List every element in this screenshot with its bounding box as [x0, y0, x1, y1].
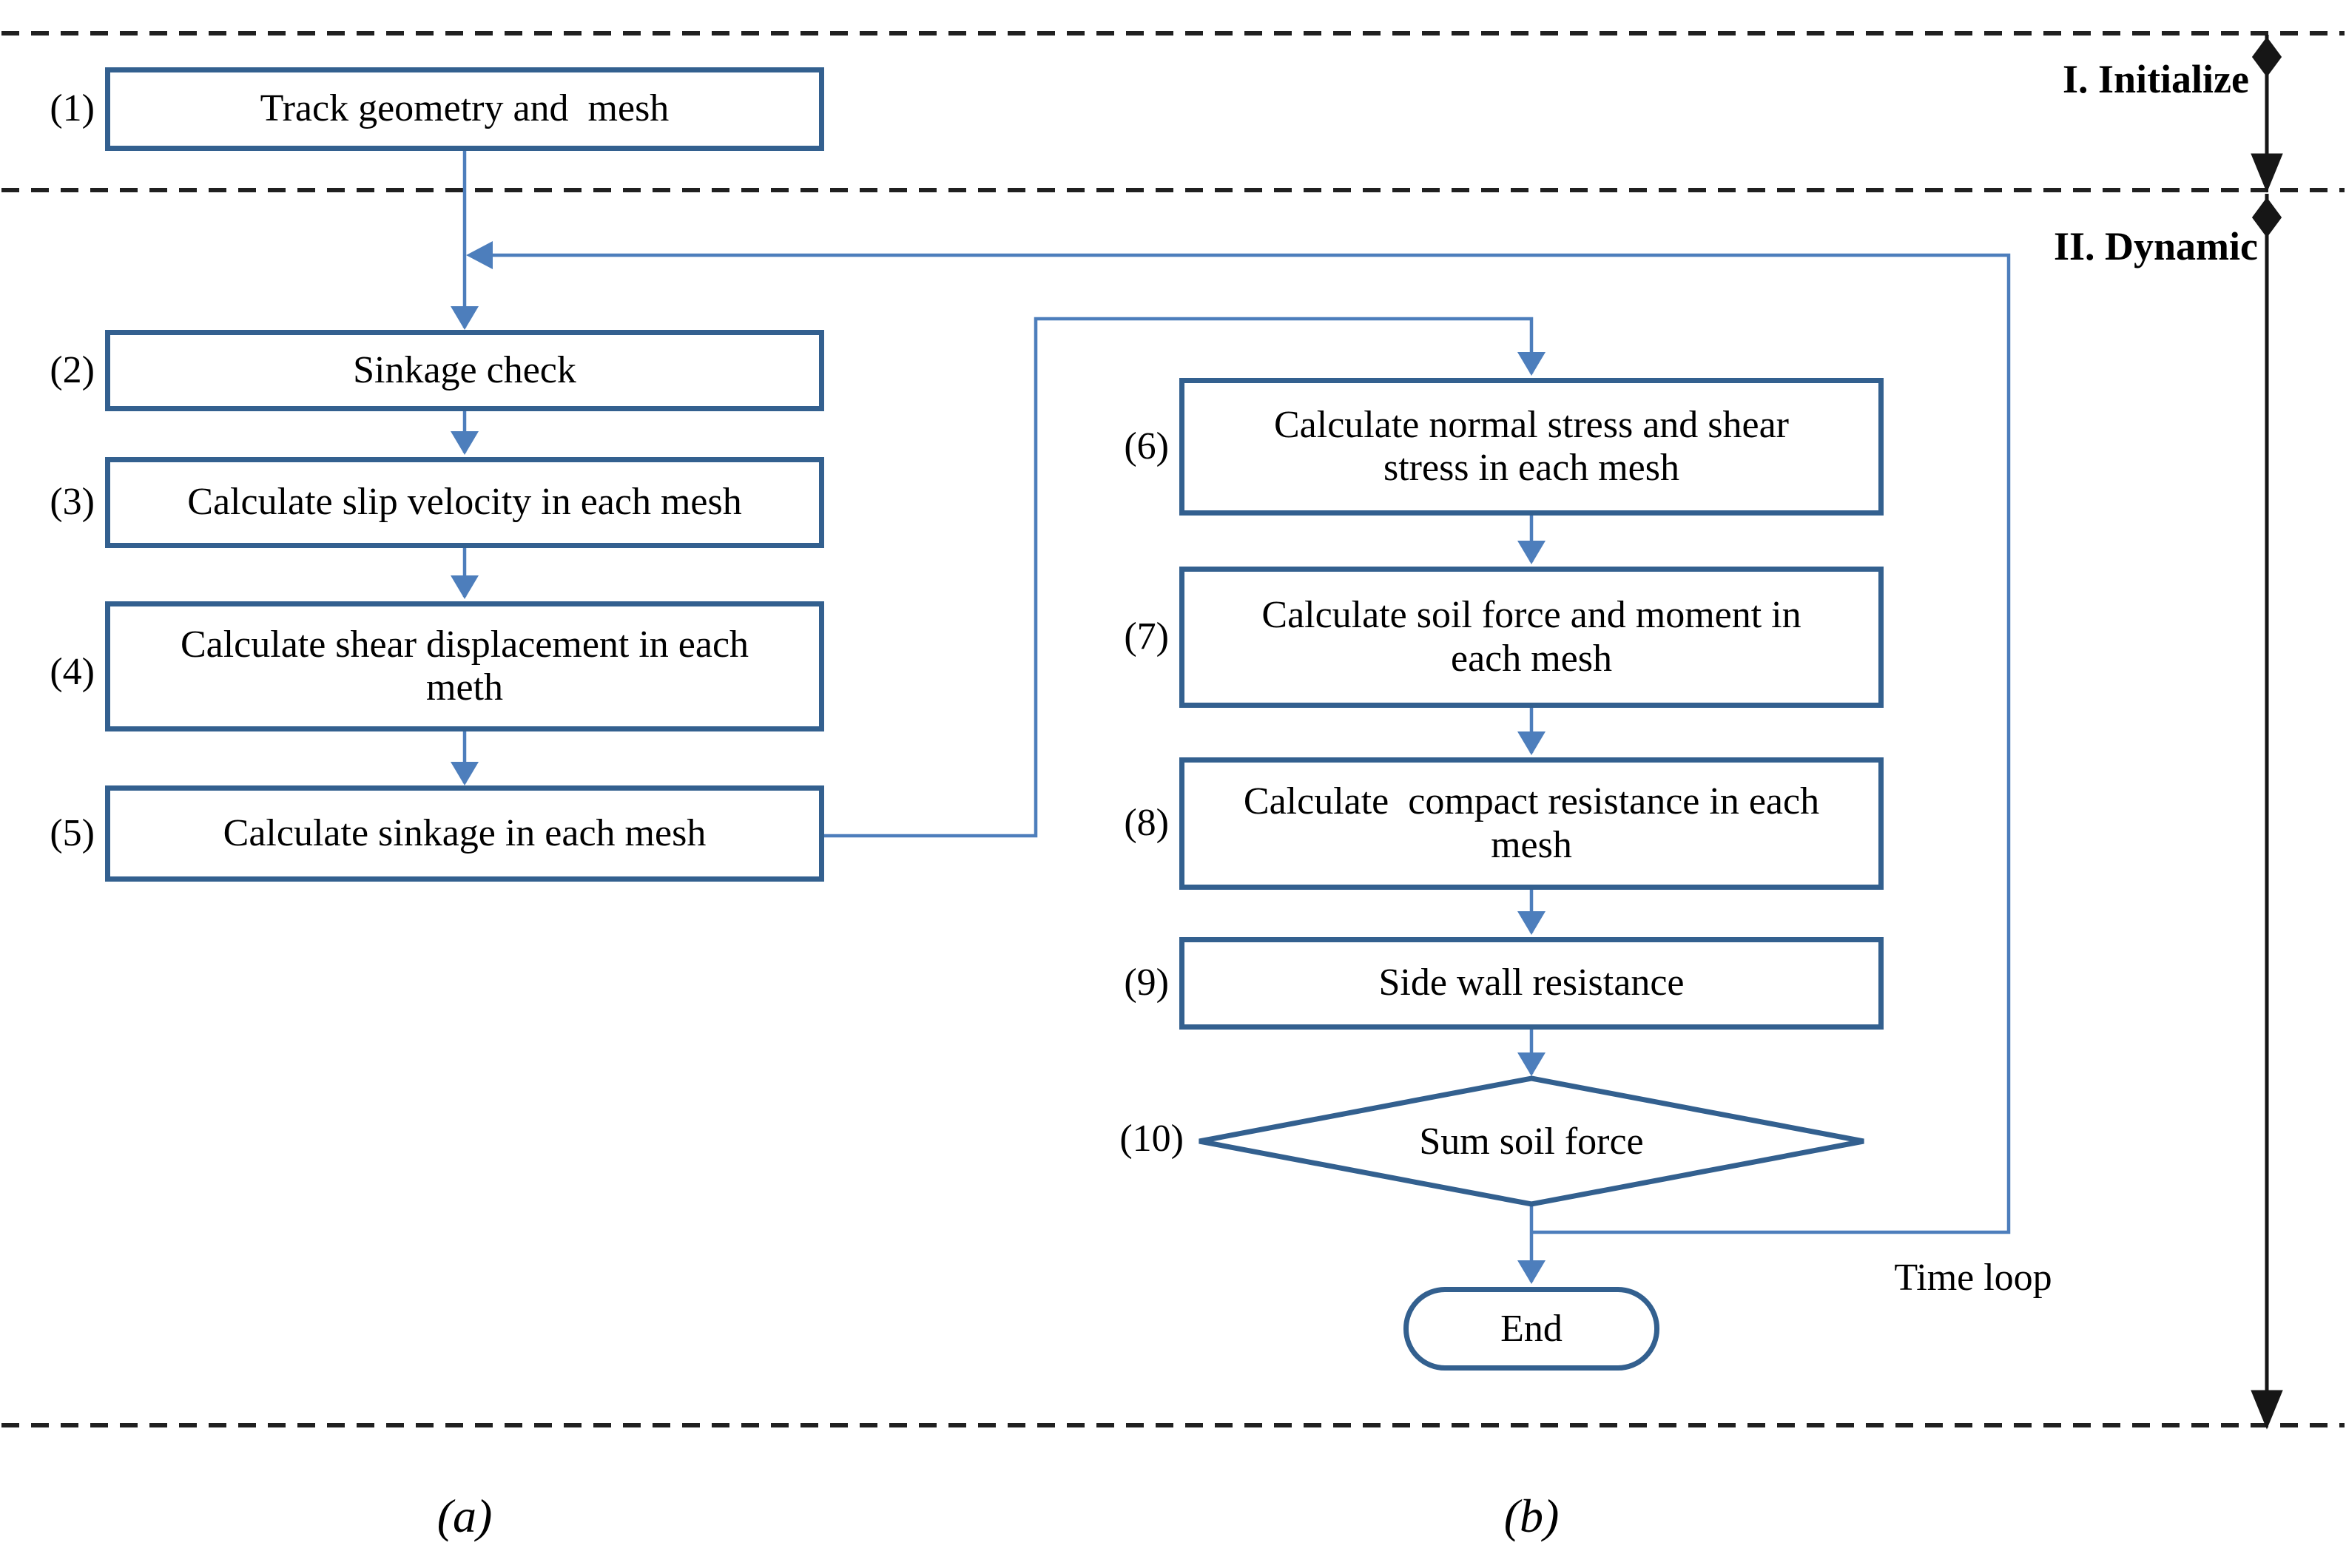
arrowhead-time-loop-left	[466, 241, 493, 269]
arrowhead-into-box9	[1517, 911, 1546, 935]
caption-b: (b)	[1503, 1490, 1560, 1542]
decision-sum-soil-force: Sum soil force	[1196, 1075, 1867, 1208]
arrowhead-into-box8	[1517, 731, 1546, 755]
step-number-2: (2)	[50, 349, 95, 391]
arrowhead-into-box4	[451, 575, 479, 599]
section-bracket	[2251, 35, 2283, 1430]
flow-box-calculate-sinkage: Calculate sinkage in each mesh	[105, 785, 824, 882]
arrowhead-into-box7	[1517, 541, 1546, 564]
arrowhead-into-box3	[451, 431, 479, 455]
flow-box-label: Calculate slip velocity in each mesh	[187, 481, 742, 524]
terminator-label: End	[1500, 1308, 1563, 1350]
step-number-10: (10)	[1119, 1118, 1184, 1160]
connector-box5-to-box6	[824, 317, 1534, 838]
flow-box-label: Calculate shear displacement in each met…	[180, 623, 749, 709]
connector-time-loop	[491, 253, 2011, 1234]
step-number-5: (5)	[50, 812, 95, 854]
caption-a: (a)	[436, 1490, 493, 1542]
bracket-dynamic-diamond	[2251, 197, 2282, 238]
arrowhead-into-box6	[1517, 352, 1546, 376]
flow-box-sinkage-check: Sinkage check	[105, 330, 824, 411]
step-number-1: (1)	[50, 87, 95, 129]
flow-box-label: Calculate sinkage in each mesh	[223, 811, 707, 854]
time-loop-label: Time loop	[1894, 1257, 2052, 1299]
step-number-9: (9)	[1124, 962, 1169, 1004]
step-number-3: (3)	[50, 481, 95, 523]
step-number-7: (7)	[1124, 615, 1169, 658]
flow-box-compact-resistance: Calculate compact resistance in each mes…	[1179, 757, 1884, 890]
terminator-end: End	[1403, 1287, 1659, 1371]
decision-diamond-shape	[1199, 1075, 1864, 1207]
step-number-6: (6)	[1124, 425, 1169, 467]
flow-arrowheads	[451, 241, 1546, 1284]
flow-box-soil-force-moment: Calculate soil force and moment in each …	[1179, 567, 1884, 708]
flow-box-label: Sinkage check	[353, 348, 576, 391]
arrowhead-into-box2	[451, 306, 479, 330]
bracket-initialize-diamond	[2251, 36, 2282, 78]
flow-box-label: Calculate normal stress and shear stress…	[1274, 403, 1789, 489]
flow-box-track-geometry: Track geometry and mesh	[105, 67, 824, 151]
flow-box-side-wall-resistance: Side wall resistance	[1179, 937, 1884, 1030]
diamond-outline	[1199, 1075, 1864, 1207]
flow-box-label: Track geometry and mesh	[260, 87, 670, 130]
section-label-initialize: I. Initialize	[2063, 57, 2249, 101]
flow-box-label: Side wall resistance	[1378, 962, 1685, 1004]
step-number-8: (8)	[1124, 802, 1169, 844]
arrowhead-into-decision	[1517, 1052, 1546, 1076]
section-label-dynamic: II. Dynamic	[2053, 224, 2258, 268]
bracket-initialize-arrowhead	[2251, 153, 2283, 193]
flow-connectors	[462, 151, 2011, 1282]
arrowhead-into-end	[1517, 1260, 1546, 1284]
decision-label: Sum soil force	[1419, 1120, 1644, 1163]
flow-box-slip-velocity: Calculate slip velocity in each mesh	[105, 457, 824, 548]
flow-box-normal-shear-stress: Calculate normal stress and shear stress…	[1179, 378, 1884, 516]
flow-box-label: Calculate soil force and moment in each …	[1261, 594, 1801, 680]
arrowhead-into-box5	[451, 762, 479, 785]
flow-box-shear-displacement: Calculate shear displacement in each met…	[105, 601, 824, 731]
bracket-dynamic-arrowhead	[2251, 1390, 2283, 1430]
step-number-4: (4)	[50, 651, 95, 693]
flow-box-label: Calculate compact resistance in each mes…	[1243, 780, 1820, 866]
